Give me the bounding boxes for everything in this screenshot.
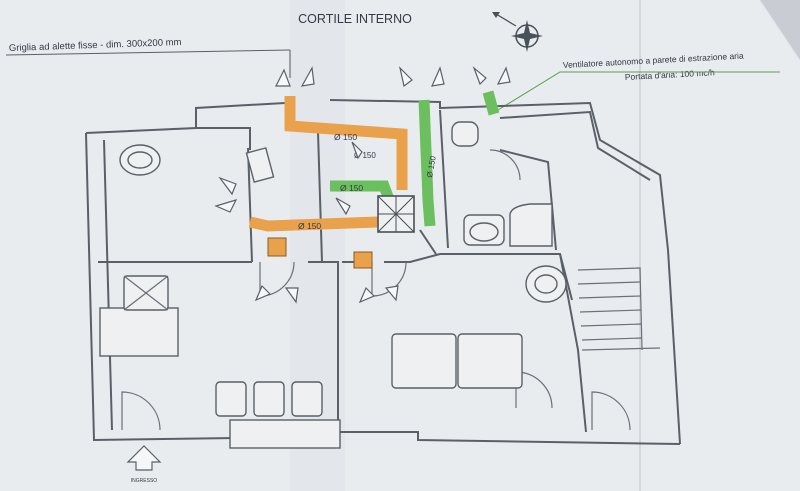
bathroom-fixtures: [99, 121, 567, 449]
paper-fold-shadow: [290, 0, 345, 491]
duct-label-2: Ø 150: [340, 183, 363, 193]
stool-icon: [123, 275, 169, 311]
grille-leader: [5, 49, 291, 56]
stair-void: [245, 147, 275, 183]
chair-2: [253, 381, 285, 417]
fan-leader: [497, 71, 780, 111]
orange-extraction-duct: [248, 96, 408, 269]
north-compass-icon: [492, 12, 543, 52]
shower-tray: [509, 203, 553, 247]
counter: [99, 307, 179, 357]
bed-right: [457, 333, 523, 389]
entrance-arrow-icon: [126, 445, 162, 471]
ventilation-unit: [377, 195, 415, 233]
duct-label-3: Ø 150: [298, 221, 321, 231]
entrance-label: INGRESSO: [131, 478, 158, 484]
bed-left: [391, 333, 457, 389]
duct-label-1: Ø 150: [334, 132, 357, 142]
kitchen-block: [229, 419, 341, 449]
duct-label-5: Ø 150: [354, 151, 376, 160]
airflow-arrows: [214, 66, 511, 304]
chair-1: [215, 381, 247, 417]
fan-note-line2: Portata d'aria: 100 mc/h: [625, 67, 716, 82]
duct-label-4: Ø 150: [425, 155, 438, 179]
toilet: [451, 121, 479, 147]
chair-3: [291, 381, 323, 417]
courtyard-title: CORTILE INTERNO: [298, 12, 412, 26]
